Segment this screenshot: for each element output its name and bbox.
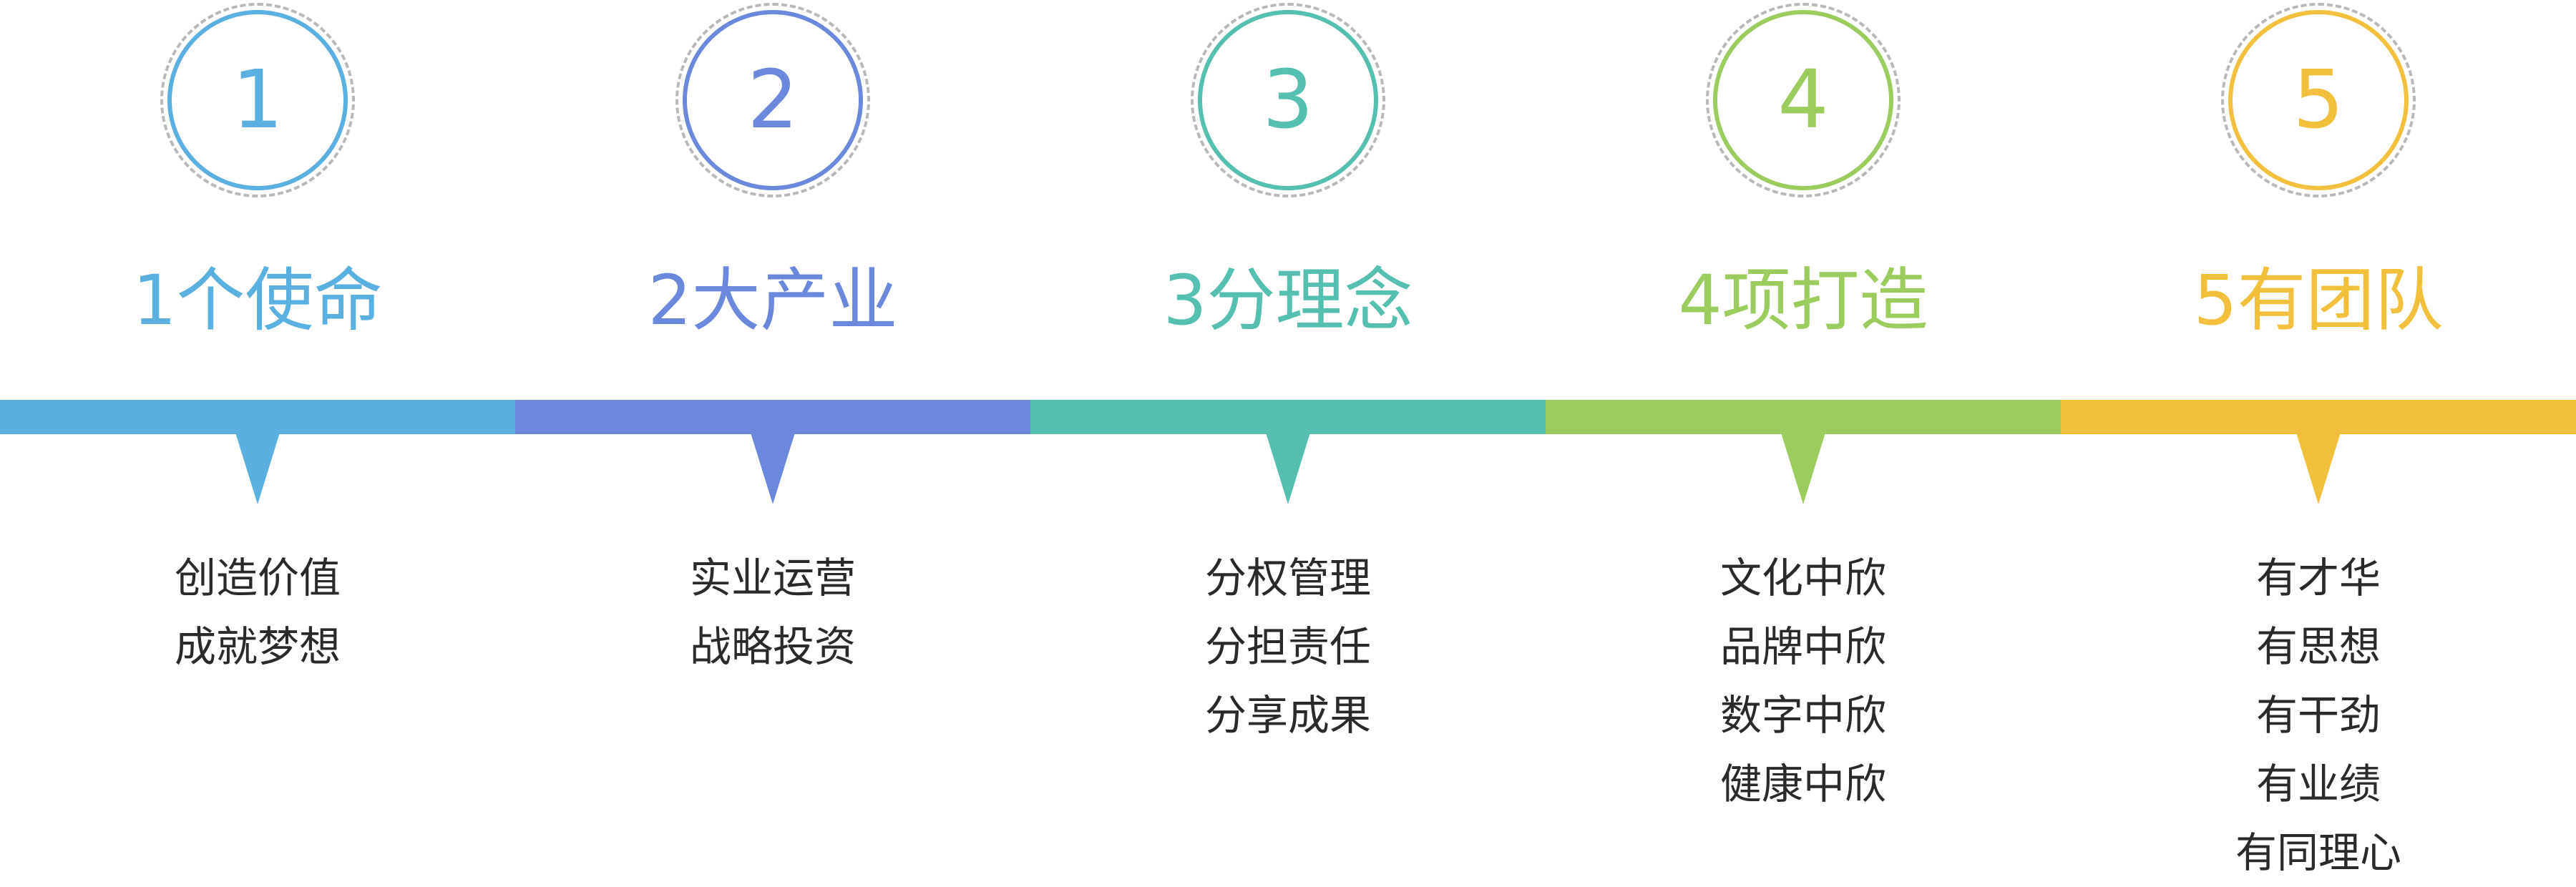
timeline-bar-segment-1	[0, 400, 515, 434]
pointer-triangle-icon	[2296, 433, 2341, 504]
step-number: 1	[232, 54, 283, 147]
list-item: 创造价值	[174, 554, 341, 602]
step-circle-dashed-ring	[1191, 3, 1385, 197]
list-item: 分享成果	[1204, 691, 1371, 740]
list-item: 有同理心	[2235, 828, 2401, 877]
pointer-triangle-icon	[235, 433, 280, 504]
pointer-triangle-icon	[751, 433, 795, 504]
step-circle-dashed-ring	[1706, 3, 1901, 197]
list-item: 数字中欣	[1719, 691, 1886, 740]
timeline-bar-segment-2	[515, 400, 1030, 434]
step-title: 2大产业	[648, 260, 898, 340]
step-item-list: 创造价值成就梦想	[0, 544, 515, 681]
step-item-list: 文化中欣品牌中欣数字中欣健康中欣	[1546, 544, 2061, 818]
pointer-triangle-icon	[1781, 433, 1825, 504]
list-item: 文化中欣	[1719, 554, 1886, 602]
step-column-2: 2 2大产业实业运营战略投资	[515, 0, 1030, 876]
step-title: 4项打造	[1678, 260, 1928, 340]
list-item: 有干劲	[2255, 691, 2381, 740]
step-number: 2	[747, 54, 799, 147]
step-circle-dashed-ring	[2221, 3, 2416, 197]
step-title: 5有团队	[2193, 260, 2444, 340]
list-item: 有业绩	[2255, 760, 2381, 808]
timeline-bar-segment-5	[2061, 400, 2576, 434]
step-circle: 1	[167, 10, 348, 190]
step-column-5: 5 5有团队有才华有思想有干劲有业绩有同理心	[2061, 0, 2576, 877]
list-item: 品牌中欣	[1719, 622, 1886, 671]
step-column-1: 1 1个使命创造价值成就梦想	[0, 0, 515, 876]
timeline-bar	[0, 400, 2576, 434]
step-circle-dashed-ring	[160, 3, 355, 197]
list-item: 有才华	[2255, 554, 2381, 602]
step-number: 4	[1777, 54, 1829, 147]
pointer-triangle-icon	[1266, 433, 1310, 504]
step-title: 3分理念	[1163, 260, 1413, 340]
step-item-list: 分权管理分担责任分享成果	[1030, 544, 1546, 750]
list-item: 成就梦想	[174, 622, 341, 671]
timeline-bar-segment-4	[1546, 400, 2061, 434]
step-circle: 5	[2228, 10, 2409, 190]
step-circle: 2	[683, 10, 863, 190]
step-title: 1个使命	[132, 260, 383, 340]
list-item: 分权管理	[1204, 554, 1371, 602]
step-circle-dashed-ring	[675, 3, 870, 197]
step-item-list: 有才华有思想有干劲有业绩有同理心	[2061, 544, 2576, 887]
step-number: 3	[1262, 54, 1314, 147]
step-column-4: 4 4项打造文化中欣品牌中欣数字中欣健康中欣	[1546, 0, 2061, 876]
step-number: 5	[2293, 54, 2344, 147]
timeline-bar-segment-3	[1030, 400, 1546, 434]
list-item: 实业运营	[689, 554, 856, 602]
list-item: 战略投资	[689, 622, 856, 671]
list-item: 健康中欣	[1719, 760, 1886, 808]
step-circle: 4	[1713, 10, 1893, 190]
step-item-list: 实业运营战略投资	[515, 544, 1030, 681]
step-column-3: 3 3分理念分权管理分担责任分享成果	[1030, 0, 1546, 876]
list-item: 分担责任	[1204, 622, 1371, 671]
step-circle: 3	[1198, 10, 1378, 190]
list-item: 有思想	[2255, 622, 2381, 671]
